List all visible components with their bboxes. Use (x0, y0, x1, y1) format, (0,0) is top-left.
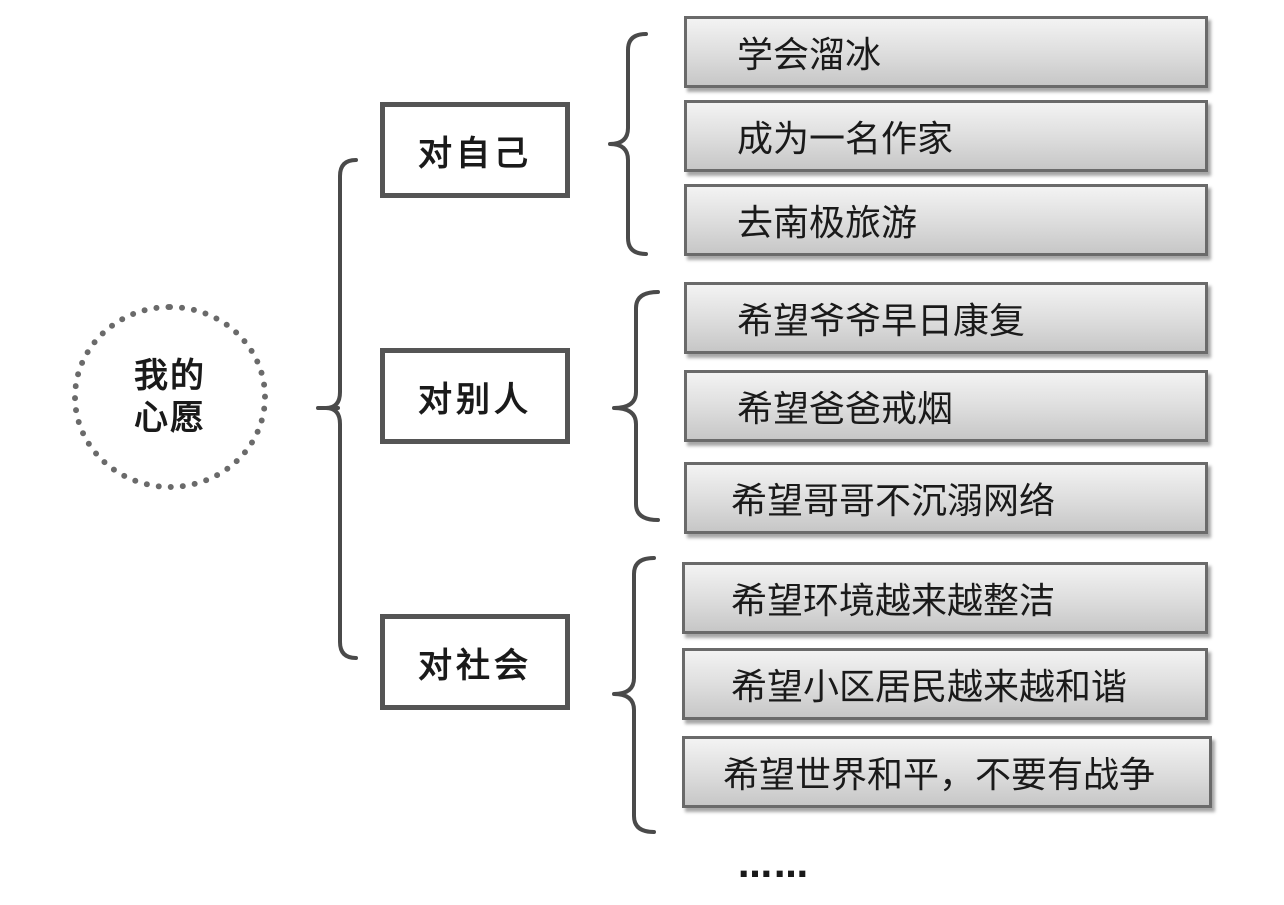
wish-item: 学会溜冰 (684, 16, 1208, 88)
root-brace (316, 158, 358, 660)
brace-society (612, 556, 656, 834)
wish-item: 去南极旅游 (684, 184, 1208, 256)
root-label-line2: 心愿 (134, 398, 206, 438)
wish-item: 希望爷爷早日康复 (684, 282, 1208, 354)
more-ellipsis: …… (738, 846, 810, 886)
root-label-line1: 我的 (134, 355, 206, 396)
root-node-my-wishes: 我的 心愿 (72, 304, 268, 490)
wish-item: 希望爸爸戒烟 (684, 370, 1208, 442)
wish-item: 希望世界和平，不要有战争 (682, 736, 1212, 808)
wish-item: 希望小区居民越来越和谐 (682, 648, 1208, 720)
category-self: 对自己 (380, 102, 570, 198)
category-society: 对社会 (380, 614, 570, 710)
wish-item: 成为一名作家 (684, 100, 1208, 172)
wish-item: 希望哥哥不沉溺网络 (684, 462, 1208, 534)
category-others: 对别人 (380, 348, 570, 444)
brace-self (608, 32, 648, 256)
wish-item: 希望环境越来越整洁 (682, 562, 1208, 634)
brace-others (612, 290, 660, 522)
